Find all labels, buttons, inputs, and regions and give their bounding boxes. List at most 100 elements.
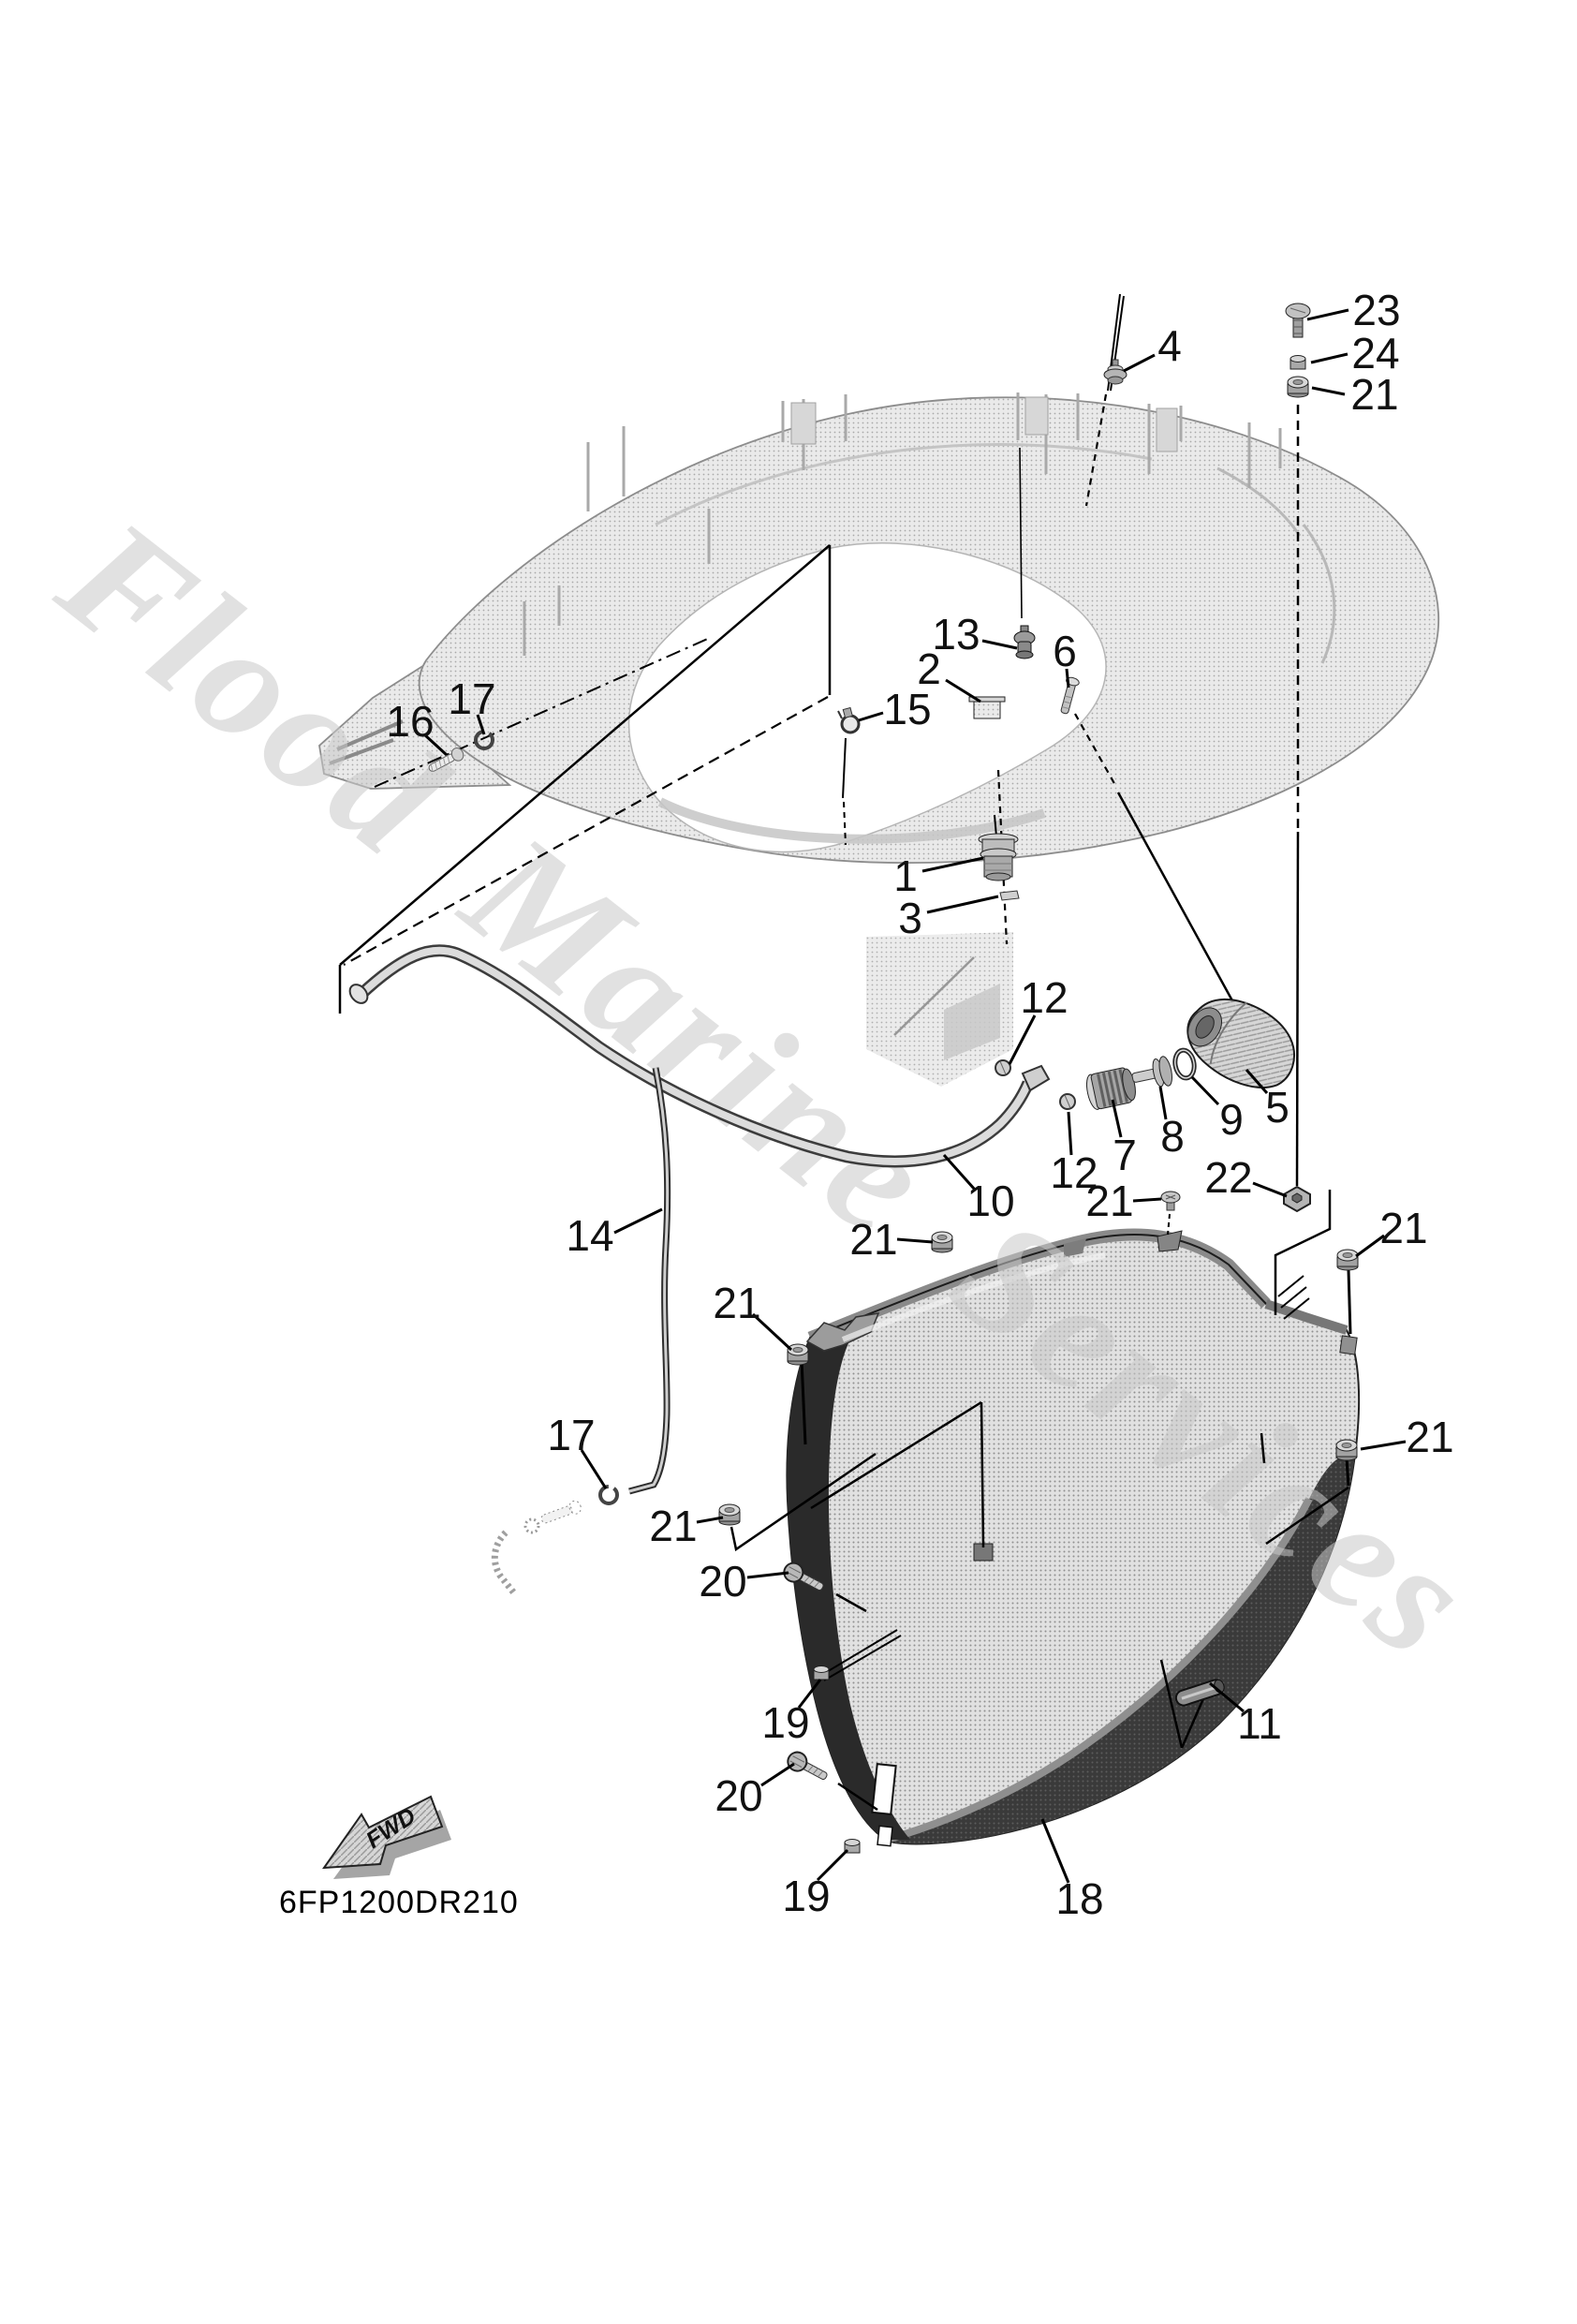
pin-right-upper: [1347, 1269, 1352, 1335]
stud21-dashed: [1167, 1213, 1171, 1236]
hose-10: [348, 944, 1051, 1168]
callout-label-20: 20: [715, 1771, 762, 1820]
tab-3: [999, 890, 1020, 901]
boss-right: [1339, 1335, 1358, 1355]
pin-left-boss: [800, 1359, 807, 1445]
bolt-20-upper: [783, 1562, 824, 1591]
mount-line-right-solid: [1295, 831, 1300, 1187]
callout-label-12: 12: [1050, 1148, 1098, 1197]
leader-line-10-18: [942, 1154, 977, 1191]
leader-line-19-31: [816, 1848, 849, 1882]
callout-label-4: 4: [1157, 321, 1182, 370]
leader-line-4-3: [1123, 353, 1156, 373]
callout-label-22: 22: [1204, 1153, 1252, 1202]
callout-label-6: 6: [1053, 627, 1077, 675]
callout-label-12: 12: [1020, 973, 1068, 1022]
callout-label-21: 21: [649, 1502, 697, 1550]
bracket-21-right-lower-b: [1265, 1486, 1349, 1546]
seal-7: [1085, 1067, 1136, 1110]
leader-line-22-20: [1252, 1181, 1288, 1198]
leader-line-24-1: [1310, 352, 1349, 364]
grommet-4: [1103, 359, 1127, 385]
leader-line-8-15: [1158, 1086, 1168, 1120]
nut-19-lower: [844, 1839, 861, 1854]
callout-label-14: 14: [566, 1211, 613, 1260]
nut-19-upper: [813, 1665, 830, 1680]
leader-line-20-28: [746, 1571, 789, 1579]
ghost-ring: [523, 1517, 540, 1534]
leader-line-7-16: [1111, 1099, 1123, 1138]
callout-label-21: 21: [1406, 1413, 1453, 1461]
hose-route-dashdot: [374, 636, 713, 788]
stud-21-rim: [1160, 1191, 1181, 1211]
callout-label-21: 21: [1350, 370, 1398, 419]
leader-line-11-32: [1209, 1681, 1245, 1713]
leader-line-15-7: [858, 711, 884, 722]
oring-9: [1172, 1047, 1197, 1081]
callout-label-7: 7: [1113, 1131, 1137, 1179]
leader-line-13-4: [981, 639, 1018, 650]
callout-label-17: 17: [547, 1411, 595, 1459]
callout-label-15: 15: [883, 685, 931, 733]
leader-line-21-19: [1132, 1197, 1162, 1203]
leader-line-17-26: [580, 1449, 608, 1489]
grommet-1: [978, 833, 1019, 881]
bolt20-upper-tail: [835, 1592, 867, 1613]
clip-12-b: [1059, 1093, 1076, 1110]
callout-label-8: 8: [1160, 1112, 1185, 1161]
callout-label-23: 23: [1352, 286, 1400, 334]
callout-label-1: 1: [893, 851, 918, 900]
callout-label-2: 2: [917, 644, 941, 693]
seam-pointer-a: [819, 1629, 898, 1677]
bracket-21-lowerleft: [730, 1452, 877, 1552]
leader-line-14-21: [613, 1207, 663, 1235]
callout-label-24: 24: [1351, 329, 1399, 377]
clipnut-22: [1283, 1185, 1311, 1213]
nut-21-mid: [931, 1231, 953, 1253]
clamp15-dashed: [843, 801, 847, 846]
leader-line-5-13: [1245, 1069, 1269, 1094]
ghost-bracket: [866, 932, 1013, 1087]
callout-label-19: 19: [761, 1698, 809, 1747]
pin-6: [1060, 676, 1080, 715]
callout-label-21: 21: [1085, 1177, 1133, 1225]
grommet1-stem: [994, 814, 997, 837]
callout-label-16: 16: [386, 697, 434, 746]
bracket-22-hatch1: [1277, 1275, 1304, 1297]
leader-line-23-0: [1306, 308, 1349, 321]
bottom-cowling-dark-side: [886, 1456, 1354, 1844]
fitting-8: [1131, 1056, 1172, 1088]
leader-line-3-11: [926, 895, 999, 914]
leader-line-21-27: [696, 1516, 724, 1524]
ring-17-top: [474, 730, 494, 750]
callout-label-18: 18: [1055, 1874, 1103, 1923]
pin6-dashed: [1074, 713, 1117, 788]
screw-16: [428, 748, 464, 773]
leader-and-routing-lines: [338, 293, 1352, 1812]
hose-end-flare: [1021, 1064, 1051, 1092]
cable-14: [628, 1067, 671, 1495]
ghost-screw-16b: [540, 1500, 582, 1524]
leader-line-20-30: [760, 1762, 795, 1787]
callout-label-3: 3: [898, 894, 922, 942]
seam-pointer-b: [823, 1635, 902, 1681]
vframe-interior-right: [980, 1401, 985, 1548]
leader-line-21-22: [896, 1237, 934, 1244]
nut-21-lower-left: [718, 1503, 741, 1526]
nut-21-right-upper: [1336, 1249, 1359, 1271]
leader-line-6-5: [1065, 668, 1070, 688]
pin-right-lower: [1345, 1458, 1350, 1487]
clip-12-a: [995, 1059, 1011, 1076]
bracket-22-hatch3: [1283, 1297, 1310, 1320]
callout-label-19: 19: [782, 1872, 830, 1920]
hardware-parts: [428, 303, 1359, 1854]
leader-line-21-2: [1311, 386, 1346, 396]
nut-24: [1290, 355, 1306, 370]
vframe-interior-left: [810, 1400, 982, 1510]
nut-21-right-lower: [1335, 1439, 1358, 1461]
grommet-5: [1186, 998, 1295, 1088]
leader-line-12-12: [1008, 1014, 1037, 1065]
leader-line-18-33: [1040, 1818, 1070, 1884]
